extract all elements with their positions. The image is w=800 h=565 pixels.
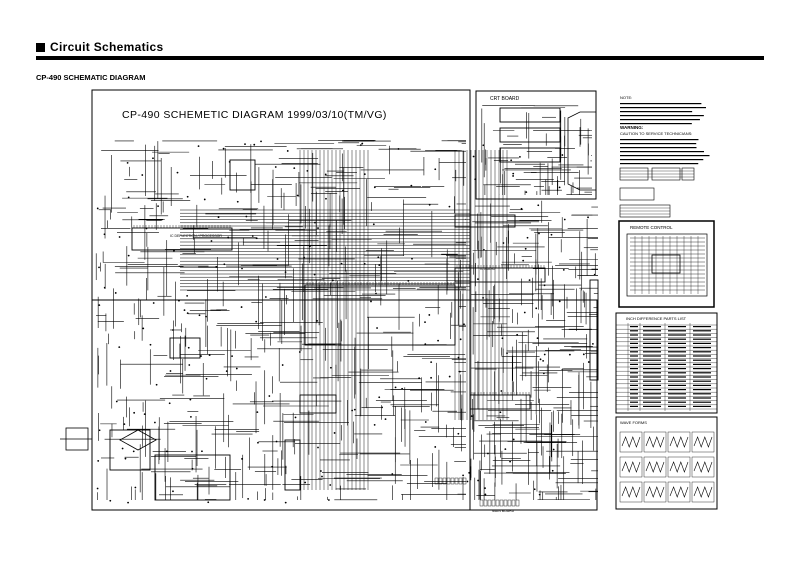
wave-forms-frame [615, 416, 718, 510]
crt-board-label: CRT BOARD [490, 96, 520, 102]
header-rule [36, 56, 764, 60]
page-subtitle: CP-490 SCHEMATIC DIAGRAM [36, 73, 146, 82]
schematic-wiring [60, 105, 717, 507]
parts-list-title: INCH DIFFERENCE PARTS LIST [626, 316, 687, 321]
ic-audio-label: IC AUDIO [480, 267, 496, 271]
section-title: Circuit Schematics [50, 40, 164, 54]
parts-list-frame [615, 312, 718, 414]
ic-main-label: IC DEFLECTION / PROCESSOR [170, 234, 222, 238]
crt-board-frame [475, 90, 597, 200]
main-board-label: MAIN BOARD [492, 509, 515, 513]
warning-heading: WARNING: [620, 125, 644, 130]
wave-forms-label: WAVE FORMS [620, 420, 647, 425]
schematic-title: CP-490 SCHEMETIC DIAGRAM 1999/03/10(TM/V… [122, 109, 387, 121]
warning-line: CAUTION TO SERVICE TECHNICIANS: [620, 131, 692, 136]
remote-control-label: REMOTE CONTROL [630, 225, 673, 230]
section-header: Circuit Schematics [36, 40, 163, 54]
note-heading: NOTE: [620, 95, 632, 100]
schematic-components [96, 103, 711, 504]
header-square-icon [36, 42, 45, 52]
remote-control-frame [618, 220, 715, 308]
main-schematic-frame-lower [91, 299, 598, 511]
